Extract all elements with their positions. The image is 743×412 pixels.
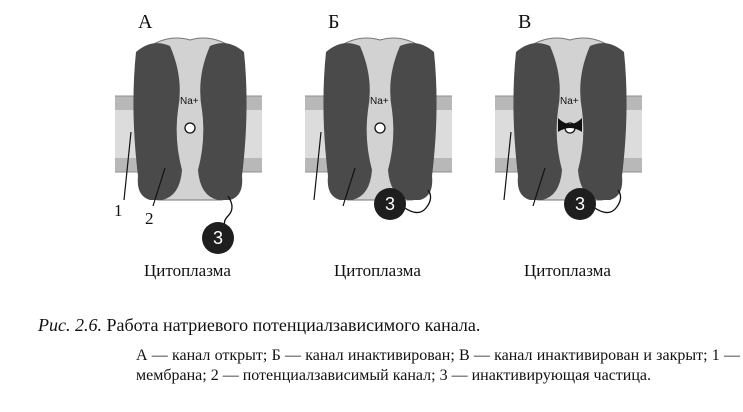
panel-letter: Б: [328, 11, 339, 33]
caption-title: Работа натриевого потенциалзависимого ка…: [106, 315, 481, 335]
channel-right-subunit: [578, 43, 627, 200]
channel-pointer: [152, 167, 166, 207]
channel-pointer: [532, 167, 546, 207]
channel-right-subunit: [388, 43, 437, 200]
closed-gate: [558, 118, 582, 132]
particle-tether: [223, 195, 233, 229]
callout-membrane: 1: [114, 201, 123, 220]
particle-number: 3: [213, 228, 223, 248]
sodium-ion: [374, 122, 386, 134]
callout-channel: 2: [145, 209, 154, 228]
channel-pointer: [342, 167, 356, 207]
particle-number: 3: [575, 194, 585, 214]
channel-left-subunit: [513, 43, 562, 200]
caption-prefix: Рис. 2.6.: [38, 315, 102, 335]
inactivating-particle: [202, 222, 234, 254]
cytoplasm-label: Цитоплазма: [334, 261, 421, 280]
panel-letter: А: [138, 11, 153, 33]
sodium-label: Na+: [370, 96, 389, 107]
figure-caption: Рис. 2.6. Работа натриевого потенциалзав…: [38, 314, 738, 336]
membrane-pointer: [313, 131, 322, 201]
panel-inactivated-closed: Na+ 3 В Цитоплазма: [495, 11, 642, 280]
channel-diagram: Na+ 3 А Цитоплазма Na+ 3 Б Цитоплазма Na+ 3 В Цитоп…: [114, 11, 642, 280]
panel-letter: В: [518, 11, 531, 33]
membrane-pointer: [503, 131, 512, 201]
sodium-label: Na+: [180, 96, 199, 107]
inactivating-particle: [374, 188, 406, 220]
cytoplasm-label: Цитоплазма: [144, 261, 231, 280]
particle-tether: [401, 189, 432, 214]
inactivating-particle: [564, 188, 596, 220]
particle-number: 3: [385, 194, 395, 214]
panel-inactivated: Na+ 3 Б Цитоплазма: [305, 11, 452, 280]
sodium-ion: [184, 122, 196, 134]
channel-left-subunit: [323, 43, 372, 200]
membrane-pointer: [123, 131, 132, 201]
cytoplasm-label: Цитоплазма: [524, 261, 611, 280]
figure-legend: А — канал открыт; Б — канал инактивирова…: [136, 347, 740, 384]
channel-right-subunit: [198, 43, 247, 200]
channel-left-subunit: [133, 43, 182, 200]
sodium-label: Na+: [560, 96, 579, 107]
particle-tether: [591, 189, 622, 214]
panel-open: Na+ 3 А Цитоплазма: [115, 11, 262, 280]
